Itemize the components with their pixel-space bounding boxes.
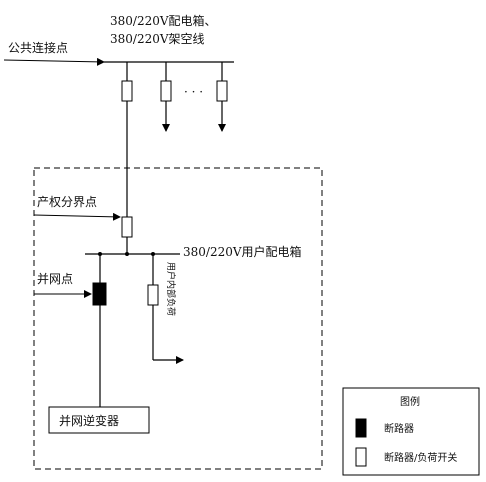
bus-node-2 — [125, 252, 129, 256]
user-boundary-dashed — [33, 167, 323, 470]
top-switch-1 — [121, 80, 133, 102]
public-connection-point-label: 公共连接点 — [8, 40, 68, 55]
grid-inverter-label: 并网逆变器 — [59, 413, 119, 428]
legend-title: 图例 — [400, 395, 420, 408]
boundary-switch — [121, 216, 133, 238]
property-boundary-label: 产权分界点 — [37, 195, 97, 209]
grid-breaker — [92, 282, 107, 306]
legend-breaker-label: 断路器 — [384, 422, 414, 435]
top-switch-3 — [216, 80, 228, 102]
user-internal-load-label: 用户内部负荷 — [165, 262, 177, 316]
distribution-box-label-1: 380/220V配电箱、 — [110, 13, 217, 28]
public-connection-arrow — [3, 57, 105, 66]
legend-switch-label: 断路器/负荷开关 — [384, 451, 457, 464]
property-boundary-arrow — [33, 212, 121, 221]
grid-connection-point-label: 并网点 — [37, 272, 73, 286]
grid-inverter-box — [48, 406, 150, 434]
distribution-box-label-2: 380/220V架空线 — [110, 32, 205, 46]
legend-switch-icon — [355, 447, 367, 467]
ellipsis: · · · — [184, 85, 203, 99]
top-switch-2 — [160, 80, 172, 102]
load-switch — [147, 284, 159, 306]
user-distribution-box-label: 380/220V用户配电箱 — [183, 244, 302, 259]
legend-breaker-icon — [355, 418, 367, 438]
